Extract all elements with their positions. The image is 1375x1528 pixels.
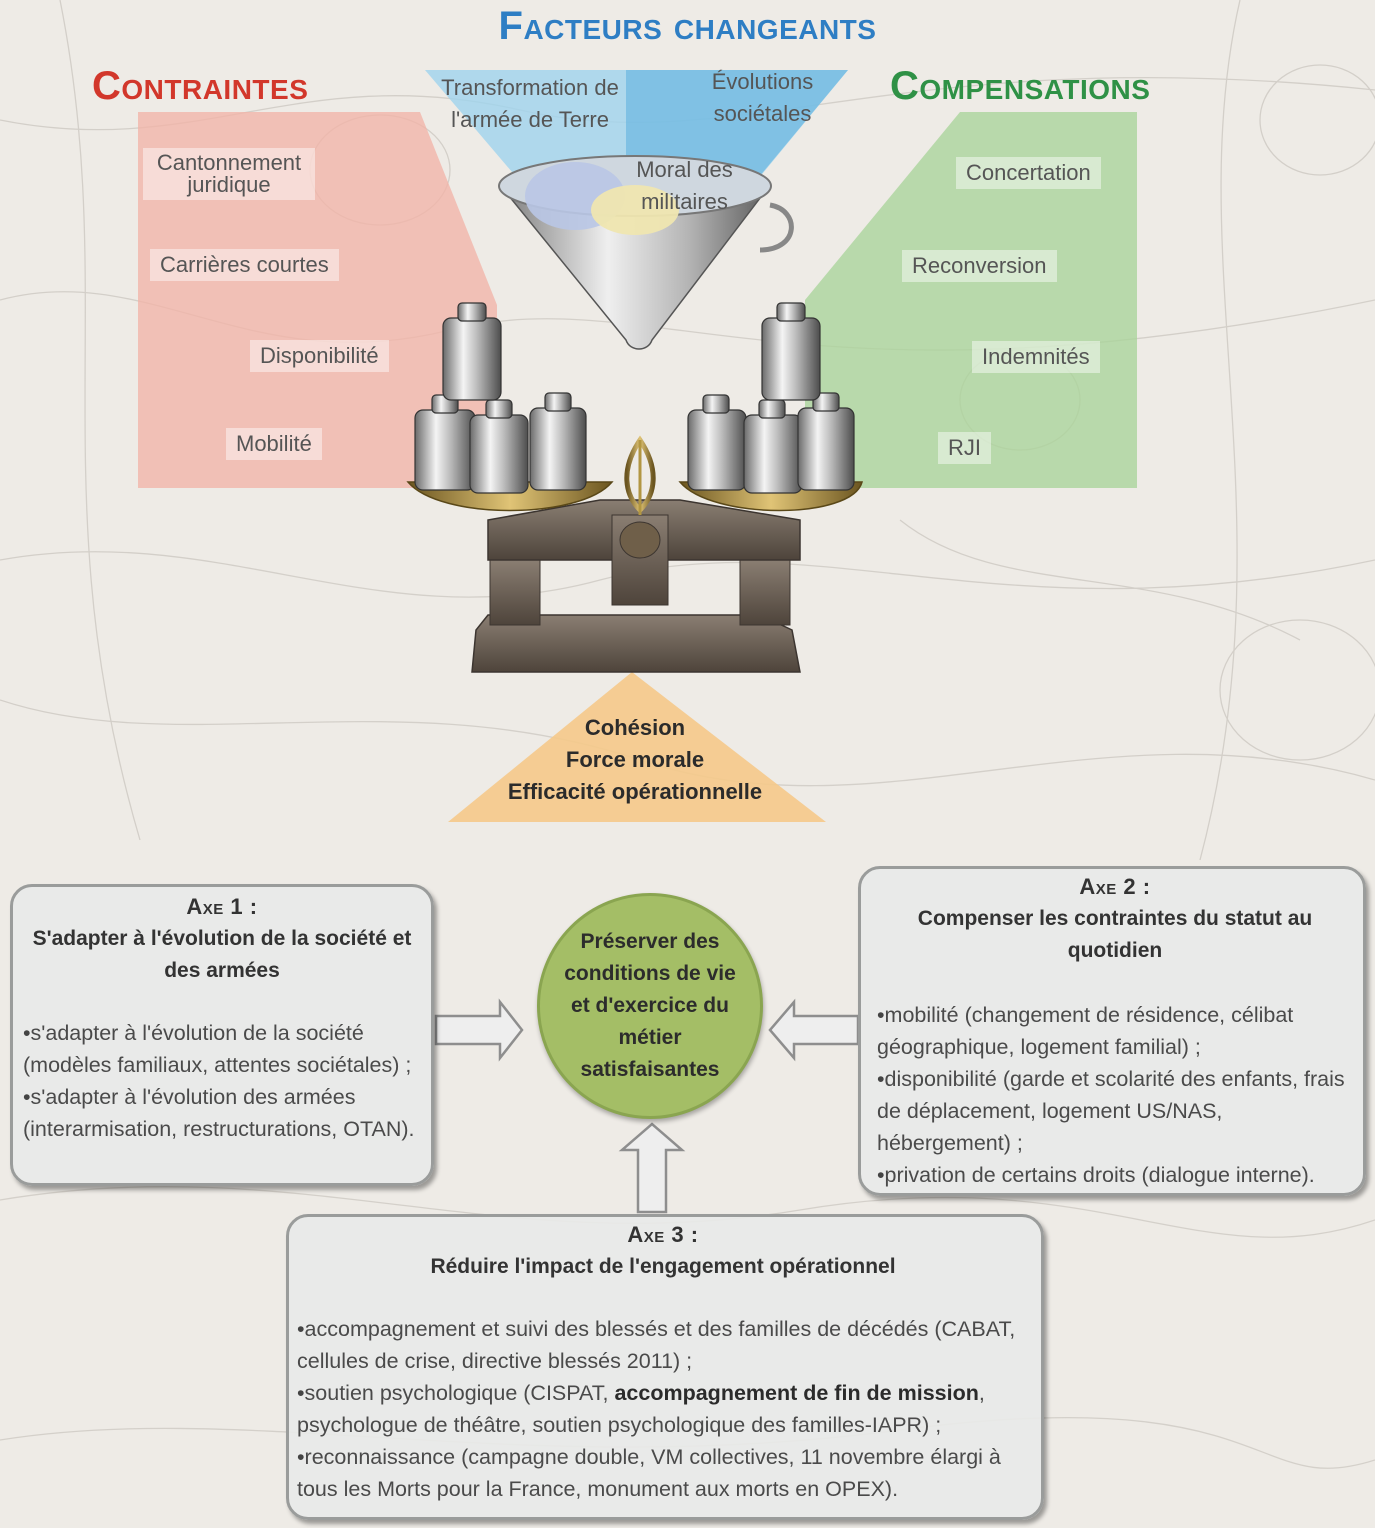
- axe1-title: S'adapter à l'évolution de la société et…: [32, 927, 412, 982]
- list-item: •soutien psychologique (CISPAT, accompag…: [297, 1381, 985, 1437]
- axe3-title: Réduire l'impact de l'engagement opérati…: [430, 1255, 896, 1278]
- compensation-indemnites: Indemnités: [972, 341, 1100, 373]
- list-item: •accompagnement et suivi des blessés et …: [297, 1317, 1016, 1373]
- contrainte-carrieres: Carrières courtes: [150, 249, 339, 281]
- arrow-axe1: [434, 998, 524, 1062]
- pyramid-efficacite: Efficacité opérationnelle: [507, 779, 763, 804]
- axe3-bold-text: accompagnement de fin de mission: [614, 1381, 979, 1405]
- funnel-label-transformation: Transformation de l'armée de Terre: [441, 75, 619, 132]
- compensation-concertation: Concertation: [956, 157, 1101, 189]
- axe2-box: Axe 2 : Compenser les contraintes du sta…: [858, 866, 1366, 1196]
- title-compensations: Compensations: [890, 64, 1151, 108]
- list-item: •s'adapter à l'évolution des armées (int…: [23, 1085, 415, 1141]
- axe1-label: Axe 1 :: [186, 894, 258, 919]
- axe3-list: •accompagnement et suivi des blessés et …: [297, 1313, 1029, 1505]
- axe3-box: Axe 3 : Réduire l'impact de l'engagement…: [286, 1214, 1044, 1520]
- funnel-label-moral: Moral des militaires: [636, 157, 733, 214]
- arrow-axe3: [618, 1122, 686, 1214]
- axe1-list: •s'adapter à l'évolution de la société (…: [23, 1017, 421, 1145]
- list-item: •mobilité (changement de résidence, céli…: [877, 1003, 1294, 1059]
- list-item: •disponibilité (garde et scolarité des e…: [877, 1067, 1345, 1155]
- arrow-axe2: [768, 998, 860, 1062]
- axe2-title: Compenser les contraintes du statut au q…: [917, 907, 1313, 962]
- contrainte-cantonnement: Cantonnement juridique: [143, 148, 315, 200]
- axe2-label: Axe 2 :: [1079, 874, 1151, 899]
- center-circle-text: Préserver des conditions de vie et d'exe…: [564, 930, 736, 1081]
- axe2-list: •mobilité (changement de résidence, céli…: [877, 999, 1353, 1191]
- pyramid-text: Cohésion Force morale Efficacité opérati…: [500, 712, 770, 808]
- contrainte-disponibilite: Disponibilité: [250, 340, 389, 372]
- list-item: •reconnaissance (campagne double, VM col…: [297, 1445, 1001, 1501]
- compensation-rji: RJI: [938, 432, 991, 464]
- contrainte-mobilite: Mobilité: [226, 428, 322, 460]
- axe1-box: Axe 1 : S'adapter à l'évolution de la so…: [10, 884, 434, 1186]
- center-circle: Préserver des conditions de vie et d'exe…: [537, 893, 763, 1119]
- title-contraintes: Contraintes: [92, 64, 309, 108]
- compensation-reconversion: Reconversion: [902, 250, 1057, 282]
- list-item: •privation de certains droits (dialogue …: [877, 1163, 1315, 1187]
- list-item: •s'adapter à l'évolution de la société (…: [23, 1021, 412, 1077]
- pyramid-cohesion: Cohésion: [584, 715, 686, 740]
- axe3-label: Axe 3 :: [627, 1222, 699, 1247]
- title-facteurs-changeants: Facteurs changeants: [498, 4, 877, 48]
- pyramid-force-morale: Force morale: [565, 747, 705, 772]
- funnel-label-evolutions: Évolutions sociétales: [711, 69, 814, 126]
